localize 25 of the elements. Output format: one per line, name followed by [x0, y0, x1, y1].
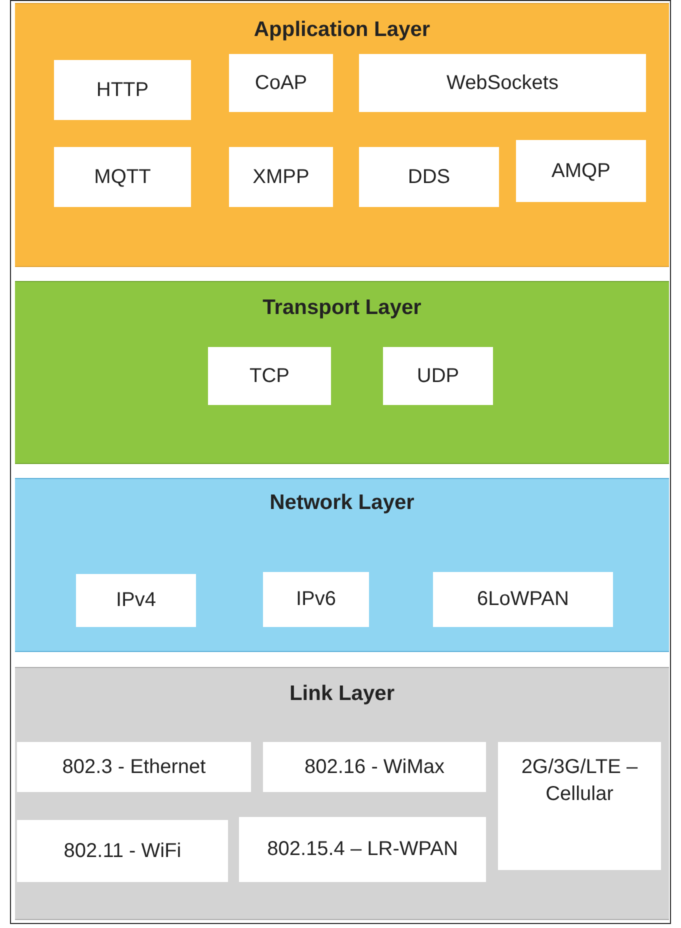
protocol-box: IPv6: [263, 572, 369, 627]
layer-title: Transport Layer: [262, 296, 422, 320]
protocol-box: MQTT: [54, 147, 191, 207]
protocol-box: CoAP: [229, 54, 333, 112]
layer-title: Application Layer: [252, 18, 432, 42]
layer-panel: [15, 3, 669, 267]
layer-panel: [15, 667, 669, 920]
protocol-box: 802.3 - Ethernet: [17, 742, 251, 792]
protocol-box: IPv4: [76, 574, 196, 627]
protocol-box: AMQP: [516, 140, 646, 202]
protocol-box: 802.16 - WiMax: [263, 742, 486, 792]
layer-panel: [15, 281, 669, 464]
layer-panel: [15, 478, 669, 652]
layer-title: Network Layer: [268, 491, 416, 515]
protocol-box: 802.15.4 – LR-WPAN: [239, 817, 486, 882]
protocol-box: 802.11 - WiFi: [17, 820, 228, 882]
protocol-box: 6LoWPAN: [433, 572, 613, 627]
protocol-box: XMPP: [229, 147, 333, 207]
protocol-box: TCP: [208, 347, 331, 405]
layer-title: Link Layer: [288, 682, 396, 706]
protocol-box: DDS: [359, 147, 499, 207]
protocol-box: UDP: [383, 347, 493, 405]
protocol-box: 2G/3G/LTE – Cellular: [498, 742, 661, 870]
protocol-box: WebSockets: [359, 54, 646, 112]
protocol-box: HTTP: [54, 60, 191, 120]
